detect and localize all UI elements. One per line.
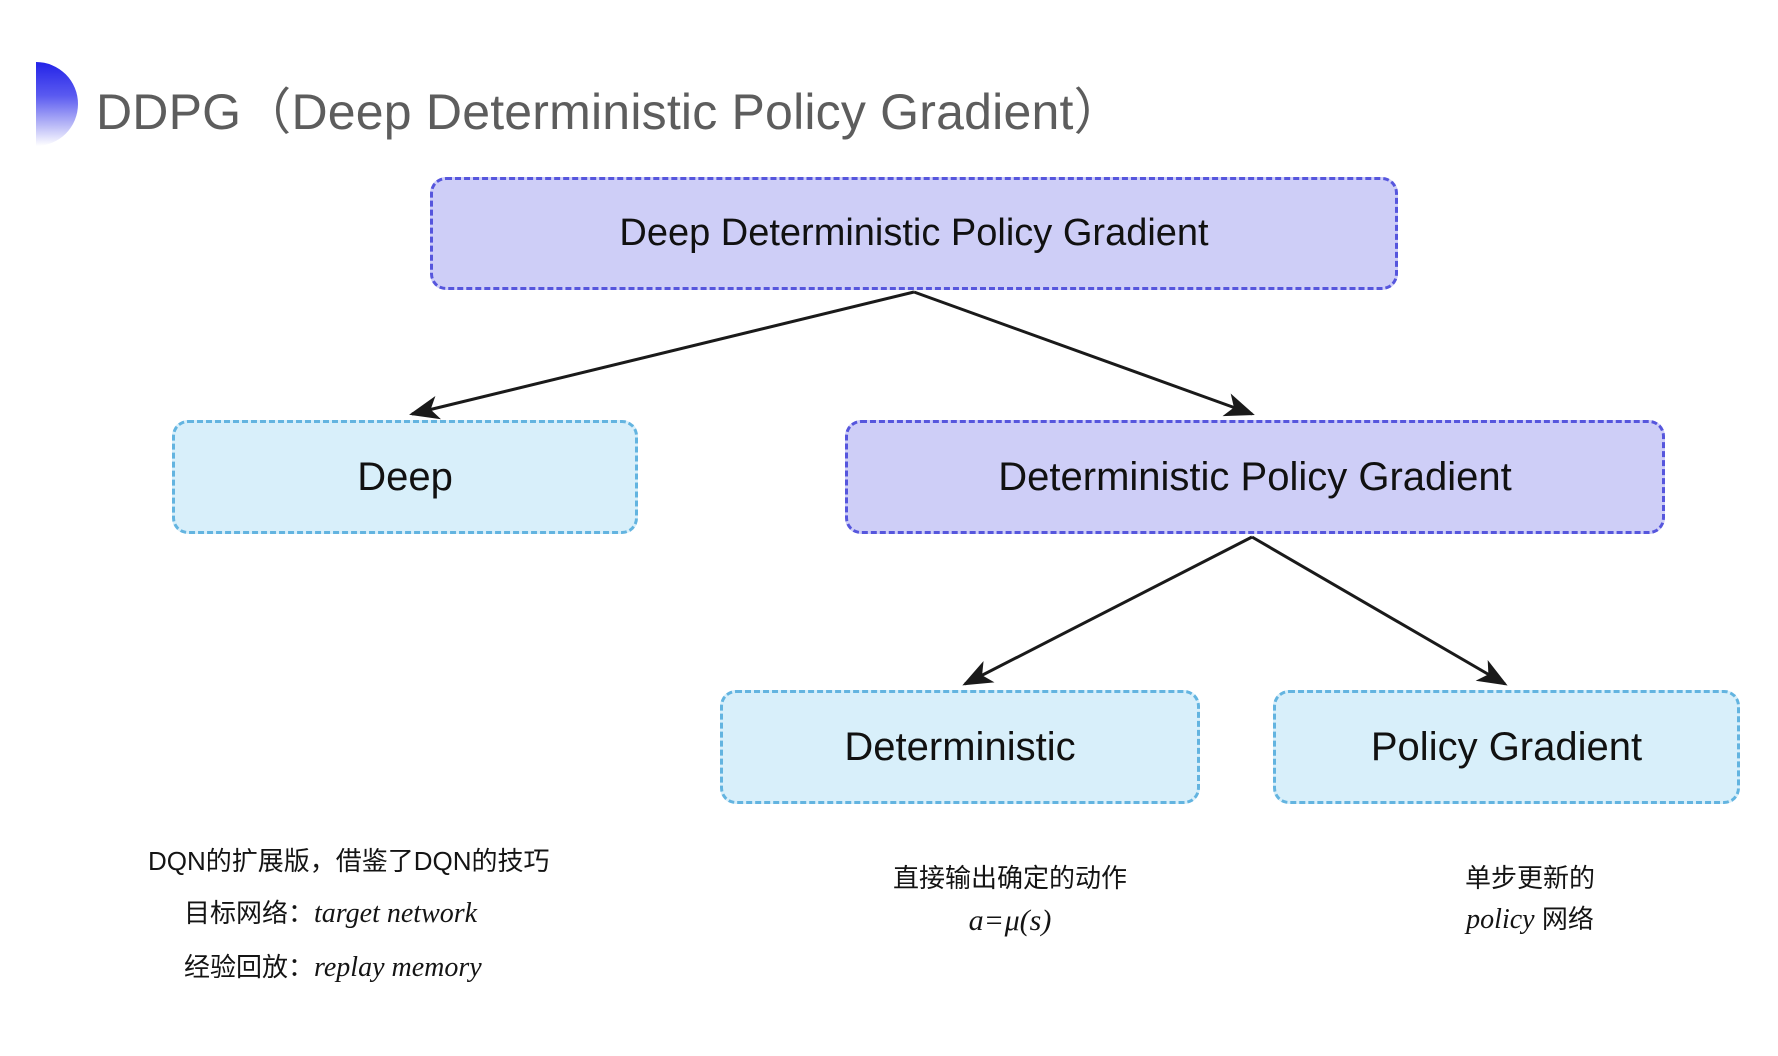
half-circle-bullet-icon: [36, 62, 78, 146]
caption-label: 目标网络：: [184, 897, 315, 928]
caption-suffix: 网络: [1534, 904, 1594, 935]
node-label: Deterministic: [844, 725, 1076, 769]
caption-line: 经验回放：replay memory: [184, 941, 550, 996]
caption-formula: a=μ(s): [845, 898, 1175, 945]
edge-dpg-to-policy-gradient: [1251, 535, 1508, 686]
edge-root-to-dpg: [913, 290, 1255, 417]
caption-line: 直接输出确定的动作: [892, 863, 1127, 893]
page-title: DDPG（Deep Deterministic Policy Gradient）: [96, 84, 1124, 140]
caption-policy-gradient: 单步更新的 policy 网络: [1400, 858, 1660, 942]
node-deep-deterministic-policy-gradient[interactable]: Deep Deterministic Policy Gradient: [430, 177, 1398, 290]
node-deep[interactable]: Deep: [172, 420, 638, 534]
caption-line: 目标网络：target network: [184, 887, 550, 942]
node-deterministic[interactable]: Deterministic: [720, 690, 1200, 804]
caption-term: target network: [314, 897, 478, 929]
caption-term: policy: [1466, 904, 1535, 936]
caption-line: policy 网络: [1400, 898, 1660, 941]
node-label: Deep: [357, 455, 453, 499]
caption-deterministic: 直接输出确定的动作 a=μ(s): [845, 858, 1175, 945]
caption-term: replay memory: [314, 952, 482, 984]
formula-rhs: μ(s): [1004, 904, 1052, 938]
edge-dpg-to-deterministic: [962, 535, 1253, 686]
caption-deep: DQN的扩展版，借鉴了DQN的技巧 目标网络：target network 经验…: [148, 836, 550, 996]
node-label: Deep Deterministic Policy Gradient: [619, 211, 1209, 254]
node-label: Deterministic Policy Gradient: [998, 455, 1512, 499]
formula-operator: =: [985, 904, 1003, 938]
edge-root-to-deep: [409, 290, 915, 420]
node-label: Policy Gradient: [1370, 725, 1643, 769]
node-deterministic-policy-gradient[interactable]: Deterministic Policy Gradient: [845, 420, 1665, 534]
caption-line: 单步更新的: [1464, 863, 1595, 893]
caption-label: 经验回放：: [184, 952, 315, 983]
formula-lhs: a: [968, 904, 984, 938]
node-policy-gradient[interactable]: Policy Gradient: [1273, 690, 1740, 804]
caption-line: DQN的扩展版，借鉴了DQN的技巧: [148, 846, 550, 876]
